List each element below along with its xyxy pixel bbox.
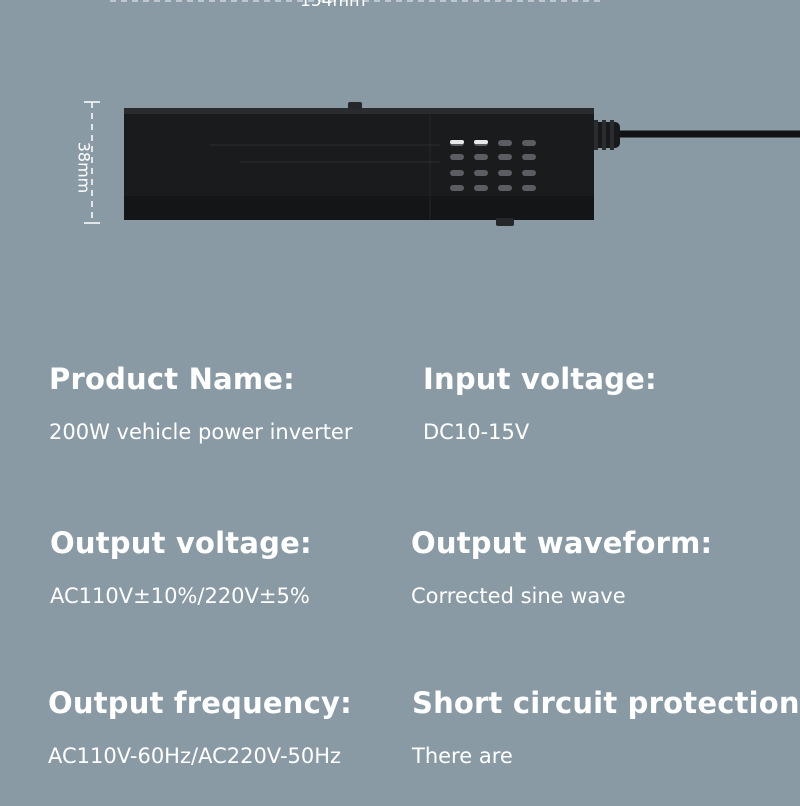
length-dimension-line [110, 0, 600, 2]
spec-value: AC110V-60Hz/AC220V-50Hz [48, 744, 342, 768]
spec-value: 200W vehicle power inverter [49, 420, 353, 444]
spec-value: DC10-15V [423, 420, 530, 444]
spec-heading: Output voltage: [50, 526, 312, 560]
power-inverter-device [124, 102, 800, 226]
product-image: 38mm [0, 90, 800, 240]
spec-heading: Short circuit protection: [412, 686, 800, 720]
spec-input-voltage: Input voltage: DC10-15V [423, 362, 657, 444]
height-dimension: 38mm [60, 100, 110, 225]
spec-value: AC110V±10%/220V±5% [50, 584, 310, 608]
spec-heading: Product Name: [49, 362, 295, 396]
spec-heading: Output frequency: [48, 686, 352, 720]
spec-value: Corrected sine wave [411, 584, 626, 608]
spec-output-voltage: Output voltage: AC110V±10%/220V±5% [50, 526, 312, 608]
spec-output-frequency: Output frequency: AC110V-60Hz/AC220V-50H… [48, 686, 352, 768]
spec-value: There are [412, 744, 513, 768]
spec-output-waveform: Output waveform: Corrected sine wave [411, 526, 712, 608]
spec-short-circuit-protection: Short circuit protection: There are [412, 686, 800, 768]
height-dimension-line [84, 101, 100, 224]
spec-heading: Input voltage: [423, 362, 657, 396]
height-dimension-label: 38mm [74, 141, 94, 194]
spec-product-name: Product Name: 200W vehicle power inverte… [49, 362, 353, 444]
spec-heading: Output waveform: [411, 526, 713, 560]
length-dimension: 154mm [0, 0, 800, 15]
length-dimension-label: 154mm [300, 0, 366, 11]
